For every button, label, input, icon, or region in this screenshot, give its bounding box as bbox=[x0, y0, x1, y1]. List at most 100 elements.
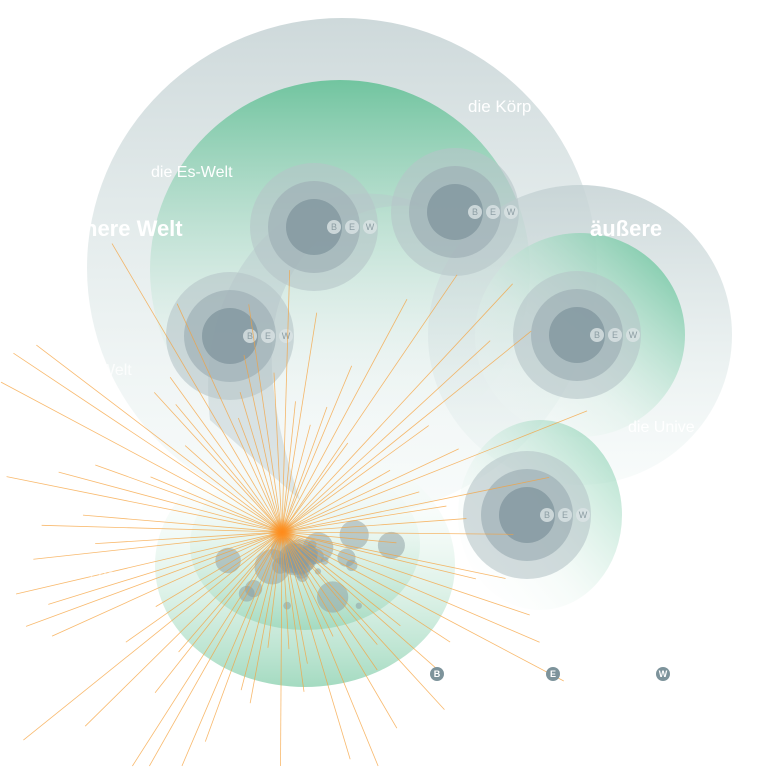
ray bbox=[132, 531, 283, 767]
badge-label: B bbox=[594, 330, 600, 340]
badge-w bbox=[504, 205, 518, 219]
ray bbox=[281, 531, 445, 710]
legend-item-w: W bbox=[656, 667, 670, 681]
badge-label: B bbox=[544, 510, 550, 520]
ray bbox=[281, 424, 311, 533]
ray bbox=[281, 491, 420, 533]
ray bbox=[169, 377, 283, 533]
badge-e bbox=[608, 328, 622, 342]
ray bbox=[153, 392, 283, 533]
badge-b bbox=[540, 508, 554, 522]
ray bbox=[181, 531, 283, 767]
ray bbox=[150, 476, 283, 533]
ray bbox=[281, 270, 291, 533]
ray bbox=[281, 531, 564, 682]
ray bbox=[6, 476, 283, 533]
ray bbox=[281, 340, 491, 533]
badge-e bbox=[486, 205, 500, 219]
star-center bbox=[268, 518, 296, 546]
badge-label: W bbox=[282, 331, 291, 341]
ray bbox=[281, 531, 378, 645]
ray bbox=[281, 531, 305, 692]
ray bbox=[175, 404, 283, 533]
ray bbox=[13, 352, 283, 533]
badge-label: E bbox=[490, 207, 496, 217]
legend: B E W bbox=[430, 667, 670, 681]
badge-w bbox=[363, 220, 377, 234]
badge-w bbox=[626, 328, 640, 342]
ray bbox=[281, 531, 378, 671]
ray bbox=[281, 531, 334, 637]
badge-e bbox=[558, 508, 572, 522]
ray bbox=[125, 531, 283, 643]
ray bbox=[82, 514, 283, 533]
badge-label: W bbox=[366, 222, 375, 232]
ray bbox=[178, 531, 283, 653]
legend-item-b: B bbox=[430, 667, 444, 681]
badge-label: E bbox=[349, 222, 355, 232]
ray bbox=[281, 406, 328, 533]
ray bbox=[281, 365, 353, 533]
badge-e bbox=[345, 220, 359, 234]
ray bbox=[281, 531, 540, 643]
ray bbox=[23, 531, 283, 741]
ray bbox=[281, 283, 513, 533]
ray bbox=[95, 464, 283, 533]
ray bbox=[280, 531, 283, 767]
ray bbox=[281, 312, 318, 533]
badge-w bbox=[576, 508, 590, 522]
badge-b bbox=[468, 205, 482, 219]
ray bbox=[281, 531, 401, 627]
ray bbox=[281, 531, 398, 729]
badge-w bbox=[279, 329, 293, 343]
ray bbox=[281, 531, 308, 664]
ray bbox=[281, 410, 588, 533]
ray bbox=[243, 354, 283, 533]
ray bbox=[204, 531, 283, 742]
label-es-welt: die Es-Welt bbox=[151, 164, 233, 181]
ray bbox=[240, 531, 283, 691]
ray bbox=[273, 372, 283, 533]
bubble bbox=[346, 559, 358, 572]
badge-label: W bbox=[507, 207, 516, 217]
label-chen: chen bbox=[90, 567, 125, 584]
ray bbox=[281, 330, 532, 533]
ray bbox=[267, 531, 283, 648]
ray bbox=[84, 531, 283, 727]
ray bbox=[281, 531, 530, 616]
ray bbox=[281, 299, 408, 533]
label-innere-welt: nere Welt bbox=[84, 216, 183, 241]
ray bbox=[154, 531, 283, 693]
badge-label: W bbox=[579, 510, 588, 520]
ray bbox=[33, 531, 283, 560]
badge-label: W bbox=[629, 330, 638, 340]
ray bbox=[281, 531, 451, 643]
ray bbox=[281, 442, 349, 533]
label-universum: die Unive bbox=[628, 419, 695, 436]
svg-text:B: B bbox=[434, 669, 441, 679]
label-koerper: die Körp bbox=[468, 97, 531, 116]
ray bbox=[281, 476, 550, 533]
badge-label: E bbox=[612, 330, 618, 340]
badge-label: E bbox=[265, 331, 271, 341]
ray bbox=[15, 531, 283, 595]
label-aeussere-welt: äußere bbox=[590, 216, 662, 241]
ray bbox=[281, 531, 514, 535]
ray bbox=[281, 401, 296, 533]
ray-burst bbox=[0, 243, 588, 767]
ray bbox=[281, 505, 447, 533]
ray bbox=[176, 303, 283, 533]
ray bbox=[41, 524, 283, 533]
badge-label: E bbox=[562, 510, 568, 520]
ray bbox=[281, 425, 429, 533]
badge-b bbox=[327, 220, 341, 234]
svg-text:W: W bbox=[659, 669, 668, 679]
ray bbox=[281, 531, 351, 760]
ray bbox=[281, 531, 397, 544]
